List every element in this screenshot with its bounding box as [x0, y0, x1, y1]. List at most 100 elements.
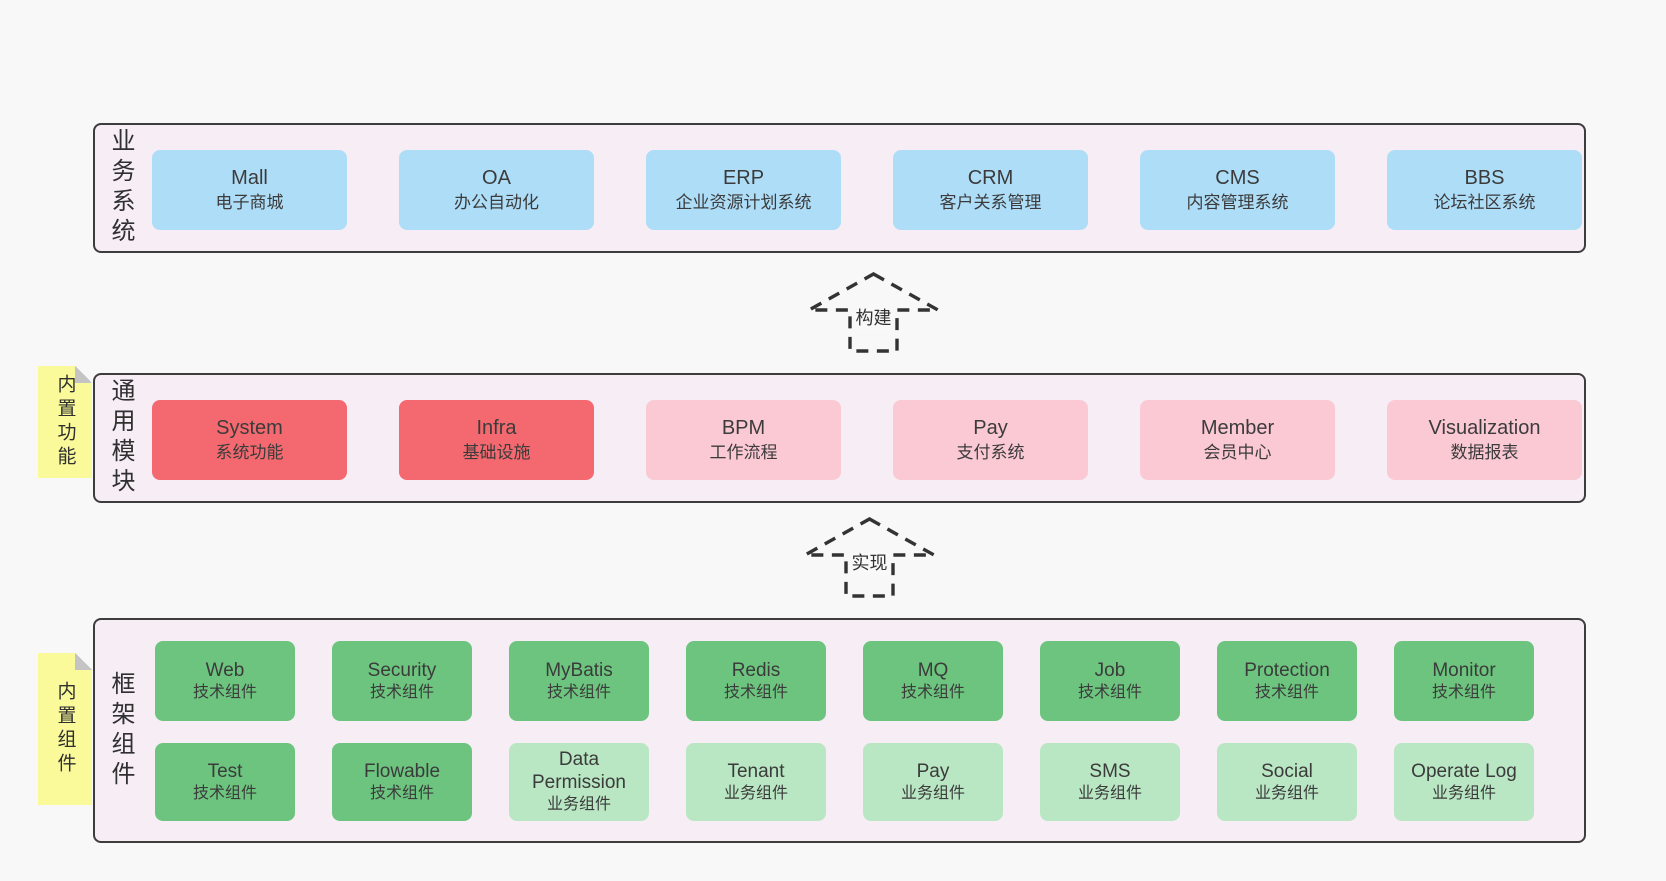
- box-system-name: System: [216, 416, 283, 439]
- box-visualization-name: Visualization: [1428, 416, 1541, 439]
- box-web: Web 技术组件: [155, 641, 295, 721]
- box-infra: Infra 基础设施: [399, 400, 594, 480]
- box-protection-name: Protection: [1244, 659, 1330, 681]
- fold-corner-icon: [75, 366, 92, 383]
- box-oa: OA 办公自动化: [399, 150, 594, 230]
- box-bpm: BPM 工作流程: [646, 400, 841, 480]
- box-system: System 系统功能: [152, 400, 347, 480]
- box-monitor-subtitle: 技术组件: [1431, 683, 1496, 701]
- box-cms-subtitle: 内容管理系统: [1186, 192, 1289, 212]
- box-tenant-subtitle: 业务组件: [723, 784, 788, 802]
- sticky-built-in-features-label: 内置功能: [54, 374, 76, 470]
- box-flowable-name: Flowable: [363, 760, 441, 782]
- box-erp-name: ERP: [722, 166, 765, 189]
- box-bpm-name: BPM: [721, 416, 766, 439]
- framework-components-grid: Web 技术组件 Security 技术组件 MyBatis 技术组件 Redi…: [155, 641, 1534, 821]
- box-redis-subtitle: 技术组件: [723, 683, 788, 701]
- box-cms-name: CMS: [1215, 166, 1260, 189]
- box-infra-name: Infra: [476, 416, 517, 439]
- framework-components-row-2: Test 技术组件 Flowable 技术组件 Data Permission …: [155, 743, 1534, 821]
- implement-arrow-label: 实现: [849, 553, 890, 575]
- up-arrow-outline-icon: [806, 272, 941, 353]
- box-bbs: BBS 论坛社区系统: [1387, 150, 1582, 230]
- box-operate-log-subtitle: 业务组件: [1431, 784, 1496, 802]
- box-mybatis-name: MyBatis: [545, 659, 613, 681]
- box-oa-name: OA: [482, 166, 511, 189]
- business-systems-row: Mall 电子商城 OA 办公自动化 ERP 企业资源计划系统 CRM 客户关系…: [152, 150, 1582, 230]
- build-arrow-label: 构建: [853, 308, 894, 330]
- box-visualization: Visualization 数据报表: [1387, 400, 1582, 480]
- up-arrow-outline-icon: [802, 517, 937, 598]
- box-data-permission-subtitle: 业务组件: [546, 796, 611, 813]
- band-framework-components: 框架组件 Web 技术组件 Security 技术组件 MyBatis 技术组件…: [93, 618, 1586, 843]
- box-bbs-name: BBS: [1464, 166, 1505, 189]
- box-protection-subtitle: 技术组件: [1254, 683, 1319, 701]
- box-job-subtitle: 技术组件: [1077, 683, 1142, 701]
- box-test-name: Test: [207, 760, 243, 782]
- box-monitor-name: Monitor: [1432, 659, 1496, 681]
- box-bbs-subtitle: 论坛社区系统: [1433, 192, 1536, 212]
- box-pay-component-name: Pay: [916, 760, 950, 782]
- box-infra-subtitle: 基础设施: [462, 442, 531, 462]
- box-sms-name: SMS: [1089, 760, 1131, 782]
- box-system-subtitle: 系统功能: [215, 442, 284, 462]
- box-member: Member 会员中心: [1140, 400, 1335, 480]
- fold-corner-icon: [75, 653, 92, 670]
- box-social: Social 业务组件: [1217, 743, 1357, 821]
- box-pay-module: Pay 支付系统: [893, 400, 1088, 480]
- sticky-built-in-components: 内置组件: [38, 653, 92, 805]
- box-protection: Protection 技术组件: [1217, 641, 1357, 721]
- box-flowable-subtitle: 技术组件: [369, 784, 434, 802]
- band-label-business-systems: 业务系统: [107, 128, 134, 248]
- band-business-systems: 业务系统 Mall 电子商城 OA 办公自动化 ERP 企业资源计划系统 CRM…: [93, 123, 1586, 253]
- box-crm: CRM 客户关系管理: [893, 150, 1088, 230]
- box-pay-component-subtitle: 业务组件: [900, 784, 965, 802]
- box-data-permission-name: Data Permission: [532, 749, 626, 793]
- box-operate-log: Operate Log 业务组件: [1394, 743, 1534, 821]
- box-redis: Redis 技术组件: [686, 641, 826, 721]
- box-erp-subtitle: 企业资源计划系统: [675, 192, 812, 212]
- box-test: Test 技术组件: [155, 743, 295, 821]
- box-erp: ERP 企业资源计划系统: [646, 150, 841, 230]
- box-pay-module-name: Pay: [973, 416, 1008, 439]
- box-mybatis: MyBatis 技术组件: [509, 641, 649, 721]
- box-job: Job 技术组件: [1040, 641, 1180, 721]
- box-redis-name: Redis: [731, 659, 781, 681]
- box-crm-subtitle: 客户关系管理: [939, 192, 1042, 212]
- build-arrow: 构建: [806, 271, 941, 355]
- box-social-name: Social: [1261, 760, 1313, 782]
- box-pay-component: Pay 业务组件: [863, 743, 1003, 821]
- band-label-framework-components: 框架组件: [107, 670, 134, 791]
- box-mq-subtitle: 技术组件: [900, 683, 965, 701]
- box-web-name: Web: [205, 659, 245, 681]
- box-web-subtitle: 技术组件: [192, 683, 257, 701]
- box-monitor: Monitor 技术组件: [1394, 641, 1534, 721]
- sticky-built-in-features: 内置功能: [38, 366, 92, 478]
- common-modules-row: System 系统功能 Infra 基础设施 BPM 工作流程 Pay 支付系统…: [152, 400, 1582, 480]
- box-social-subtitle: 业务组件: [1254, 784, 1319, 802]
- box-operate-log-name: Operate Log: [1411, 760, 1517, 782]
- box-security: Security 技术组件: [332, 641, 472, 721]
- box-pay-module-subtitle: 支付系统: [956, 442, 1025, 462]
- box-bpm-subtitle: 工作流程: [709, 442, 778, 462]
- box-test-subtitle: 技术组件: [192, 784, 257, 802]
- box-security-subtitle: 技术组件: [369, 683, 434, 701]
- box-sms: SMS 业务组件: [1040, 743, 1180, 821]
- implement-arrow: 实现: [802, 516, 937, 600]
- box-crm-name: CRM: [967, 166, 1014, 189]
- band-label-common-modules: 通用模块: [107, 378, 134, 498]
- box-flowable: Flowable 技术组件: [332, 743, 472, 821]
- box-tenant-name: Tenant: [727, 760, 785, 782]
- box-mall-subtitle: 电子商城: [215, 192, 284, 212]
- box-mq: MQ 技术组件: [863, 641, 1003, 721]
- box-mall: Mall 电子商城: [152, 150, 347, 230]
- band-common-modules: 通用模块 System 系统功能 Infra 基础设施 BPM 工作流程 Pay…: [93, 373, 1586, 503]
- box-member-subtitle: 会员中心: [1203, 442, 1272, 462]
- box-cms: CMS 内容管理系统: [1140, 150, 1335, 230]
- framework-components-row-1: Web 技术组件 Security 技术组件 MyBatis 技术组件 Redi…: [155, 641, 1534, 721]
- box-security-name: Security: [367, 659, 437, 681]
- box-tenant: Tenant 业务组件: [686, 743, 826, 821]
- box-data-permission: Data Permission 业务组件: [509, 743, 649, 821]
- sticky-built-in-components-label: 内置组件: [54, 681, 76, 777]
